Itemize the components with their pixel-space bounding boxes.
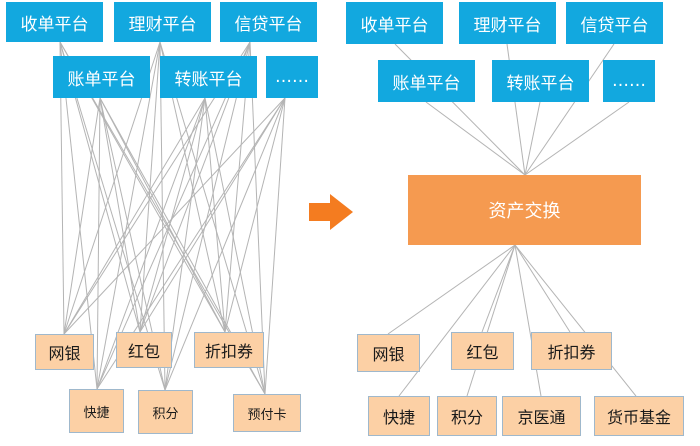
right-asset-huobijijin: 货币基金 [594, 396, 684, 436]
left-connector-line [63, 97, 101, 335]
left-connector-line [204, 97, 226, 333]
left-connector-line [96, 97, 101, 390]
left-asset-kuaijie: 快捷 [69, 389, 124, 433]
right-asset-connector-line [466, 244, 516, 397]
left-connector-line [99, 97, 226, 333]
left-connector-line [96, 97, 206, 390]
left-platform-zhangdan: 账单平台 [53, 56, 150, 98]
right-platform-shoudan: 收单平台 [346, 2, 443, 44]
left-connector-line [96, 41, 161, 390]
left-asset-yufuka: 预付卡 [233, 394, 301, 432]
right-asset-hongbao: 红包 [451, 332, 514, 370]
left-connector-line [63, 97, 286, 335]
right-asset-connector-line [514, 244, 542, 397]
right-platform-more: …… [603, 60, 655, 102]
right-asset-connector-line [387, 244, 516, 335]
right-asset-zhekouquan: 折扣券 [531, 332, 612, 370]
left-connector-line [164, 41, 251, 391]
left-platform-more: …… [266, 56, 318, 98]
right-platform-connector-line [524, 101, 541, 176]
right-platform-connector-line [524, 43, 615, 176]
right-platform-zhangdan: 账单平台 [378, 60, 475, 102]
right-asset-wangyin: 网银 [357, 334, 420, 372]
left-connector-line [59, 41, 98, 390]
left-connector-line [63, 97, 206, 335]
asset-exchange-hub: 资产交换 [408, 175, 641, 245]
left-connector-line [224, 97, 286, 333]
right-asset-jifen: 积分 [437, 396, 497, 436]
left-connector-line [139, 97, 286, 333]
left-platform-zhuanzhang: 转账平台 [160, 56, 257, 98]
right-asset-connector-line [481, 244, 516, 333]
right-platform-zhuanzhang: 转账平台 [492, 60, 589, 102]
left-platform-licai: 理财平台 [114, 2, 211, 42]
left-asset-zhekouquan: 折扣券 [194, 332, 264, 368]
left-asset-hongbao: 红包 [116, 332, 172, 368]
right-platform-connector-line [524, 101, 630, 176]
right-asset-connector-line [514, 244, 571, 333]
right-platform-licai: 理财平台 [459, 2, 556, 44]
right-arrow-icon [309, 194, 353, 230]
right-asset-jingyitong: 京医通 [502, 396, 581, 436]
left-asset-jifen: 积分 [138, 390, 193, 434]
right-asset-connector-line [398, 244, 516, 397]
right-platform-xindai: 信贷平台 [566, 2, 663, 44]
left-platform-xindai: 信贷平台 [220, 2, 317, 42]
left-connector-line [96, 41, 251, 390]
left-connector-line [99, 97, 141, 333]
left-platform-shoudan: 收单平台 [6, 2, 103, 42]
left-connector-line [264, 97, 286, 395]
right-asset-connector-line [514, 244, 637, 397]
right-asset-kuaijie: 快捷 [368, 396, 430, 436]
right-platform-connector-line [425, 101, 526, 176]
left-connector-line [139, 97, 206, 333]
left-connector-line [164, 97, 286, 391]
left-asset-wangyin: 网银 [35, 334, 94, 370]
